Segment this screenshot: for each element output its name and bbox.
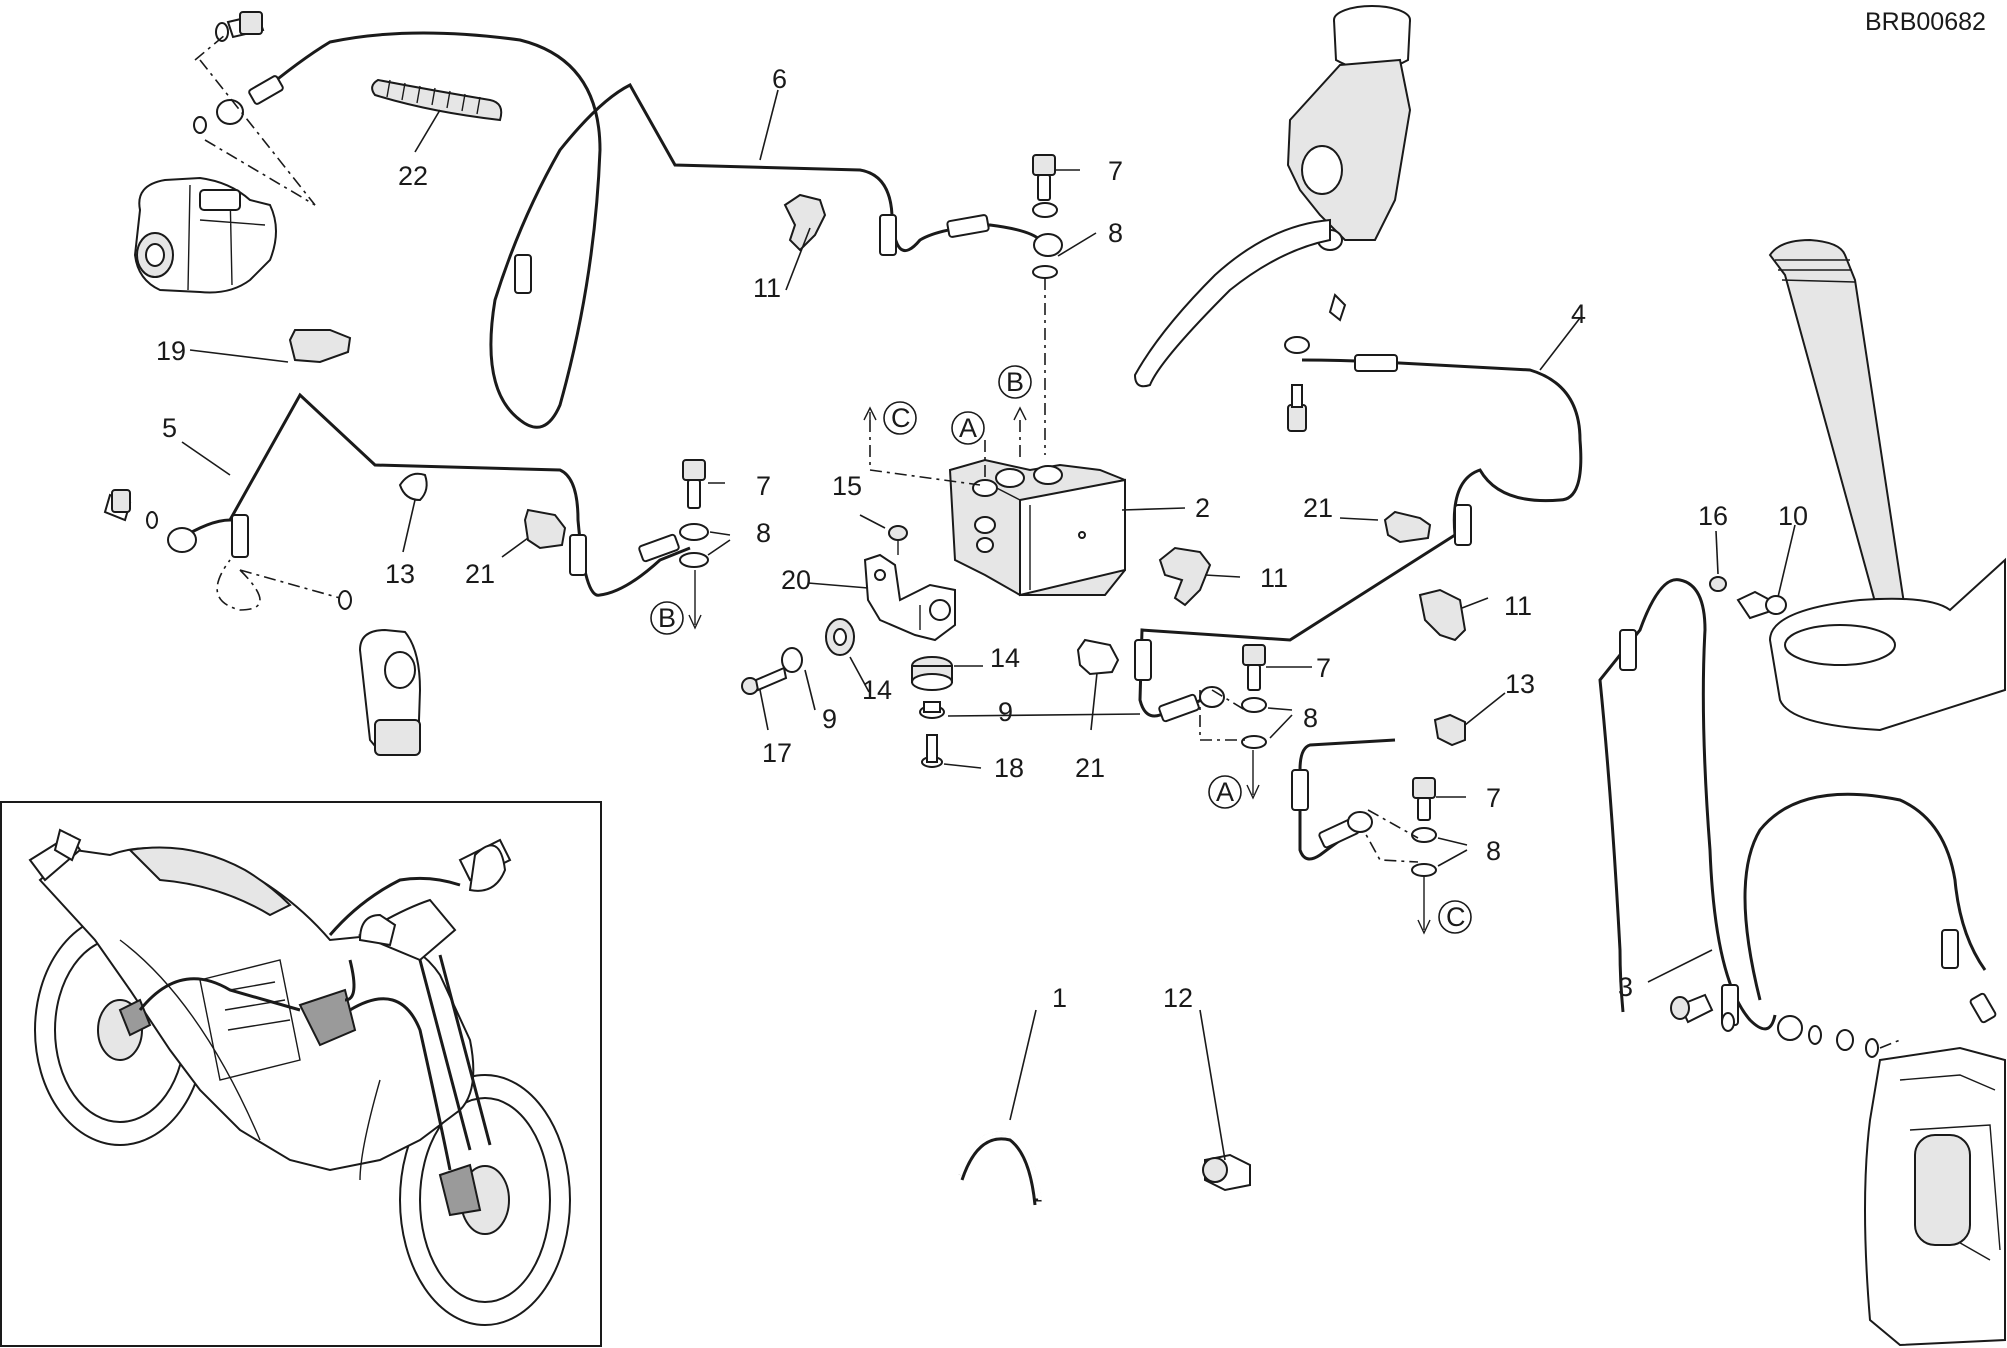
front-master-cylinder [1133, 5, 1412, 388]
svg-text:C: C [1446, 902, 1466, 932]
banjo-bolt-7-right [1357, 777, 1437, 877]
brake-hose-5 [167, 392, 691, 611]
svg-text:B: B [1006, 367, 1024, 397]
washer-9-bottom [919, 701, 945, 719]
brake-hose-front-right [1291, 738, 1396, 861]
port-label-a-center: A [1208, 775, 1242, 809]
rubber-mount-14-bottom [911, 656, 953, 691]
hose-clip-13-left [398, 472, 428, 502]
svg-text:A: A [1216, 777, 1234, 807]
callout-4: 4 [1571, 299, 1586, 329]
hose-clip-12 [1202, 1153, 1251, 1192]
port-label-b-top: B [998, 365, 1032, 399]
abs-mounting-bracket [863, 553, 956, 642]
callout-11-top: 11 [753, 273, 781, 303]
callout-8-left: 8 [756, 518, 771, 548]
callout-7-top: 7 [1108, 156, 1123, 186]
hose-clip-21-right [1383, 510, 1432, 544]
callout-14-left: 14 [862, 675, 892, 705]
banjo-bolt-7-center [1199, 644, 1267, 749]
callout-21-right: 21 [1303, 493, 1333, 523]
callout-16: 16 [1698, 501, 1728, 531]
hose-clip-19 [288, 329, 352, 364]
hose-clip-21-center [1076, 638, 1120, 676]
callout-8-top: 8 [1108, 218, 1123, 248]
rubber-mount-14-left [825, 618, 855, 656]
hose-heat-sleeve [371, 78, 503, 122]
callout-12: 12 [1163, 983, 1193, 1013]
callout-14-bottom: 14 [990, 643, 1020, 673]
rear-brake-caliper [133, 176, 277, 294]
brake-hose-4 [1134, 354, 1583, 723]
rear-master-cylinder [239, 569, 422, 756]
cable-tie-1 [958, 1131, 1042, 1206]
brake-hose-3 [1598, 578, 1997, 1031]
callout-22: 22 [398, 161, 428, 191]
front-banjo-bolt [1284, 336, 1310, 432]
drawing-code: BRB00682 [1865, 8, 1986, 36]
callout-15: 15 [832, 471, 862, 501]
callout-17: 17 [762, 738, 792, 768]
svg-text:A: A [959, 413, 977, 443]
hose-clip-21-left [523, 508, 567, 550]
front-fork-tube [1768, 238, 2006, 732]
svg-text:C: C [891, 403, 911, 433]
callout-5: 5 [162, 413, 177, 443]
inset-frame [0, 801, 602, 1347]
callout-numbers: 1 2 3 4 5 6 7 7 7 7 8 8 8 8 9 9 10 11 11… [156, 64, 1808, 1013]
port-label-a-top: A [951, 411, 985, 445]
screw-18 [921, 734, 943, 768]
callout-20: 20 [781, 565, 811, 595]
hose-heat-sleeve-ribs [386, 79, 481, 115]
hose-clip-10 [1709, 576, 1787, 620]
hose-clip-11-center [1158, 546, 1212, 607]
callout-6: 6 [772, 64, 787, 94]
port-label-b-left: B [650, 601, 684, 635]
callout-13-left: 13 [385, 559, 415, 589]
callout-1: 1 [1052, 983, 1067, 1013]
screw-15 [888, 525, 908, 555]
banjo-bolt-7-left [679, 459, 709, 568]
callout-11-right: 11 [1504, 591, 1532, 621]
washer-9-left [781, 647, 803, 673]
front-caliper-fittings [1670, 993, 1901, 1058]
callout-13-right: 13 [1505, 669, 1535, 699]
callout-7-center: 7 [1316, 653, 1331, 683]
hose-clip-11-right [1418, 588, 1467, 642]
screw-17 [741, 666, 788, 695]
callout-2: 2 [1195, 493, 1210, 523]
callout-11-center: 11 [1260, 563, 1288, 593]
callout-3: 3 [1618, 972, 1633, 1002]
rear-banjo-bolt [103, 489, 158, 529]
callout-18: 18 [994, 753, 1024, 783]
callout-19: 19 [156, 336, 186, 366]
svg-text:B: B [658, 603, 676, 633]
callout-9-bottom: 9 [998, 697, 1013, 727]
callout-7-right: 7 [1486, 783, 1501, 813]
brake-hose-6 [248, 31, 1063, 429]
callout-21-center: 21 [1075, 753, 1105, 783]
port-markers [688, 406, 1431, 935]
leader-lines [181, 89, 1796, 1161]
port-label-c-top: C [883, 401, 917, 435]
callout-8-right: 8 [1486, 836, 1501, 866]
abs-hydraulic-unit [948, 458, 1126, 597]
callout-10: 10 [1778, 501, 1808, 531]
callout-8-center: 8 [1303, 703, 1318, 733]
callout-9-left: 9 [822, 704, 837, 734]
port-label-c-right: C [1438, 900, 1472, 934]
rear-caliper-fittings [193, 11, 316, 206]
hose-clip-13-right [1433, 713, 1466, 747]
hose-clip-11-top [783, 193, 827, 252]
callout-21-left: 21 [465, 559, 495, 589]
motorcycle-locator-inset [0, 801, 602, 1347]
callout-7-left: 7 [756, 471, 771, 501]
front-brake-caliper [1864, 1046, 2006, 1347]
banjo-bolt-7-top [1032, 154, 1058, 455]
